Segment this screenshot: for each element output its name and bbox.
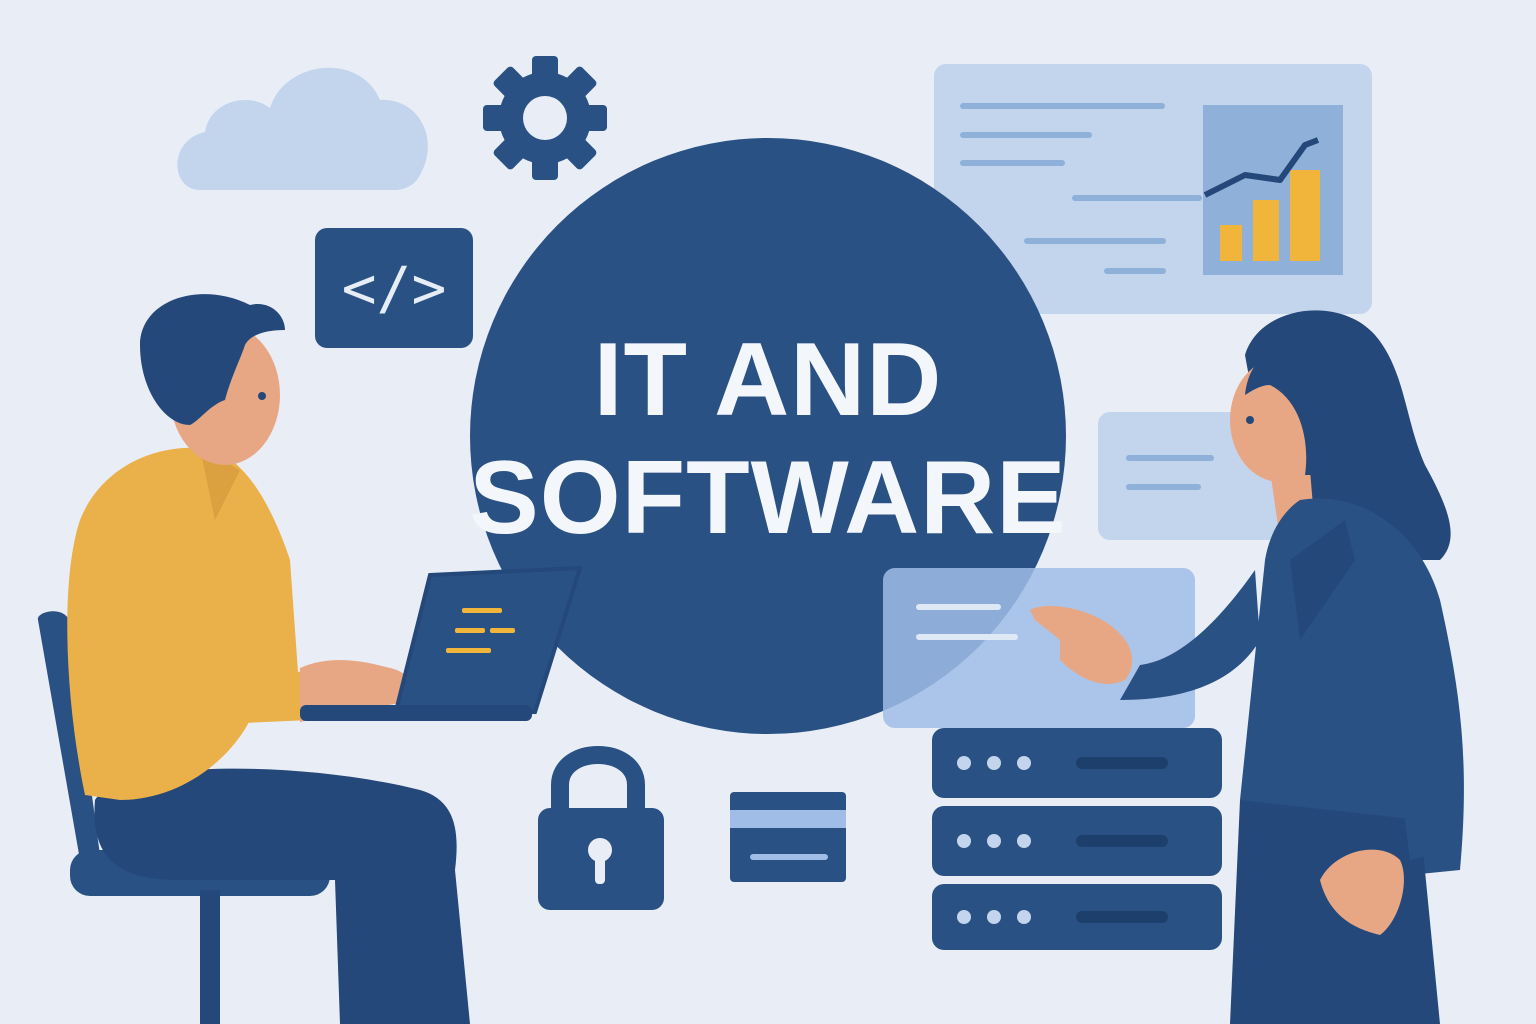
headline-line-2: SOFTWARE [469, 440, 1066, 556]
cloud-icon [177, 67, 428, 190]
code-glyph: </> [342, 254, 447, 322]
headline-line-1: IT AND [594, 322, 943, 438]
dashboard-card [934, 64, 1372, 314]
gear-icon [483, 56, 607, 180]
laptop-icon [300, 565, 583, 721]
woman-pointing [1030, 310, 1464, 1024]
credit-card-icon [730, 792, 846, 882]
server-rack-icon [932, 728, 1222, 950]
bar-chart-icon [1203, 105, 1343, 275]
lock-icon [538, 746, 664, 910]
overlay-card [883, 568, 1195, 728]
man-with-laptop [37, 294, 583, 1024]
code-icon: </> [315, 228, 473, 348]
